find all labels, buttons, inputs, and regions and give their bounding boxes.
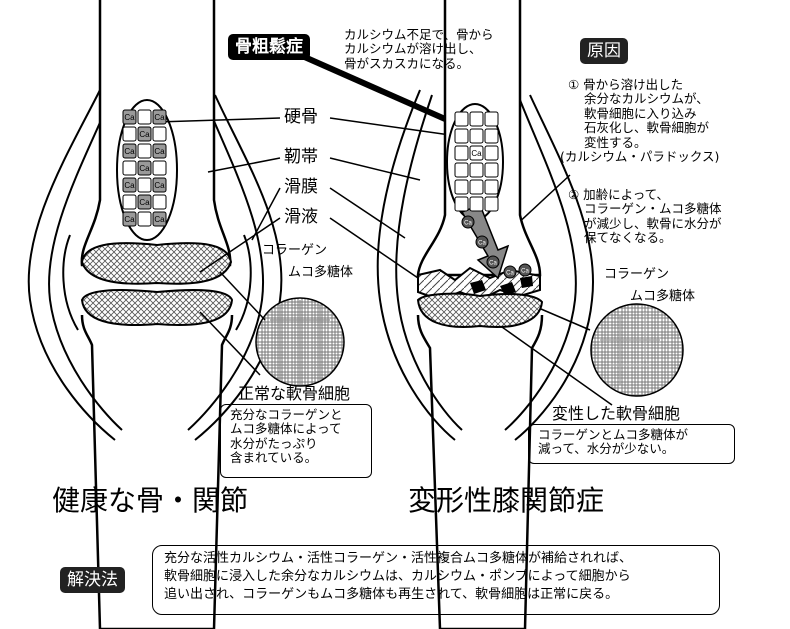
normal-cell-label: 正常な軟骨細胞 bbox=[238, 384, 351, 403]
label-ligament: 靭帯 bbox=[284, 147, 318, 167]
calcium-tile bbox=[454, 145, 469, 161]
right-mucopolysaccharide-label: ムコ多糖体 bbox=[630, 289, 696, 304]
cause-item-2: ② 加齢によって、 コラーゲン・ムコ多糖体 が減少し、軟骨に水分が 保てなくなる… bbox=[568, 187, 722, 246]
calcium-tile bbox=[484, 162, 499, 178]
calcium-tile-label: Ca bbox=[154, 215, 165, 224]
calcium-tile-label: Ca bbox=[139, 198, 150, 207]
calcium-tile bbox=[137, 126, 152, 142]
calcium-tile bbox=[122, 211, 137, 227]
calcium-tile-label: Ca bbox=[124, 147, 135, 156]
migrating-calcium-label: Ca bbox=[489, 261, 497, 267]
calcium-tile bbox=[137, 143, 152, 159]
calcium-tile bbox=[137, 194, 152, 210]
calcium-tile-label: Ca bbox=[139, 130, 150, 139]
degenerated-cartilage-detail bbox=[590, 303, 684, 397]
upper-cartilage-left bbox=[80, 242, 233, 285]
calcium-tile bbox=[484, 111, 499, 127]
calcium-tile bbox=[454, 111, 469, 127]
calcium-tile bbox=[152, 211, 167, 227]
calcium-tile-label: Ca bbox=[154, 113, 165, 122]
calcium-tile bbox=[152, 194, 167, 210]
calcium-tile bbox=[137, 109, 152, 125]
calcium-tile bbox=[137, 160, 152, 176]
calcium-tile-label: Ca bbox=[139, 164, 150, 173]
left-collagen-label: コラーゲン bbox=[262, 243, 328, 258]
lower-bone-left bbox=[80, 314, 234, 629]
calcium-tile bbox=[152, 109, 167, 125]
calcium-tile-label: Ca bbox=[154, 147, 165, 156]
solution-text: 充分な活性カルシウム・活性コラーゲン・活性複合ムコ多糖体が補給されれば、 軟骨細… bbox=[164, 551, 633, 602]
label-synovium: 滑膜 bbox=[284, 177, 318, 197]
label-synovial-fluid: 滑液 bbox=[284, 207, 318, 227]
calcium-tile bbox=[122, 126, 137, 142]
calcium-tile bbox=[454, 179, 469, 195]
calcium-tile bbox=[484, 145, 499, 161]
calcium-tile bbox=[469, 111, 484, 127]
lower-cartilage-left bbox=[80, 289, 234, 326]
calcium-tile bbox=[454, 128, 469, 144]
normal-desc-bracket bbox=[220, 404, 372, 478]
diseased-joint bbox=[376, 0, 594, 629]
calcium-tile bbox=[469, 145, 484, 161]
migrating-calcium bbox=[486, 255, 500, 269]
cause-item-1: ① 骨から溶け出した 余分なカルシウムが、 軟骨細胞に入り込み 石灰化し、軟骨細… bbox=[560, 77, 720, 164]
healthy-joint bbox=[27, 0, 283, 629]
joint-capsule-left bbox=[27, 89, 116, 441]
calcium-tile bbox=[454, 196, 469, 212]
calcium-tile bbox=[152, 177, 167, 193]
calcium-tile bbox=[152, 126, 167, 142]
calcium-tile bbox=[152, 160, 167, 176]
osteoporosis-badge: 骨粗鬆症 bbox=[228, 34, 310, 60]
title-disease: 変形性膝関節症 bbox=[408, 484, 605, 517]
label-hard-bone: 硬骨 bbox=[284, 107, 318, 127]
osteoporosis-description: カルシウム不足で、骨から カルシウムが溶け出し、 骨がスカスカになる。 bbox=[344, 27, 494, 71]
calcium-tile-label: Ca bbox=[471, 149, 482, 158]
pointer-lines bbox=[156, 52, 613, 406]
calcium-tile-label: Ca bbox=[124, 215, 135, 224]
calcium-tile bbox=[484, 196, 499, 212]
title-healthy: 健康な骨・関節 bbox=[52, 484, 249, 517]
solution-box bbox=[152, 545, 720, 615]
calcium-tile-label: Ca bbox=[124, 113, 135, 122]
calcium-tile bbox=[484, 128, 499, 144]
migrating-calcium bbox=[503, 265, 517, 279]
left-mucopolysaccharide-label: ムコ多糖体 bbox=[288, 265, 354, 280]
migrating-calcium bbox=[461, 215, 475, 229]
migrating-calcium bbox=[518, 263, 532, 277]
migrating-calcium bbox=[475, 235, 489, 249]
cause-badge: 原因 bbox=[580, 38, 628, 64]
calcium-tile bbox=[122, 109, 137, 125]
migrating-calcium-label: Ca bbox=[521, 269, 529, 275]
calcium-tile bbox=[122, 160, 137, 176]
calcium-tile bbox=[469, 128, 484, 144]
degenerated-description: コラーゲンとムコ多糖体が 減って、水分が少ない。 bbox=[538, 427, 689, 457]
degenerated-desc-bracket bbox=[528, 424, 735, 464]
migrating-calcium-label: Ca bbox=[464, 221, 472, 227]
migrating-calcium-label: Ca bbox=[478, 241, 486, 247]
calcium-tile-label: Ca bbox=[154, 181, 165, 190]
calcium-tile bbox=[122, 177, 137, 193]
calcium-tile-label: Ca bbox=[124, 181, 135, 190]
calcium-tile bbox=[454, 162, 469, 178]
calcium-tile bbox=[469, 196, 484, 212]
calcium-tile bbox=[122, 143, 137, 159]
right-collagen-label: コラーゲン bbox=[604, 267, 670, 282]
calcium-tile bbox=[152, 143, 167, 159]
calcium-tile bbox=[137, 177, 152, 193]
normal-description: 充分なコラーゲンと ムコ多糖体によって 水分がたっぷり 含まれている。 bbox=[230, 407, 343, 466]
calcium-tile bbox=[469, 179, 484, 195]
calcium-tile bbox=[484, 179, 499, 195]
calcium-tile bbox=[469, 162, 484, 178]
calcium-tile bbox=[137, 211, 152, 227]
degenerated-cell-label: 変性した軟骨細胞 bbox=[552, 404, 681, 423]
migrating-calcium-label: Ca bbox=[506, 271, 514, 277]
calcium-tile bbox=[122, 194, 137, 210]
solution-badge: 解決法 bbox=[60, 567, 125, 593]
